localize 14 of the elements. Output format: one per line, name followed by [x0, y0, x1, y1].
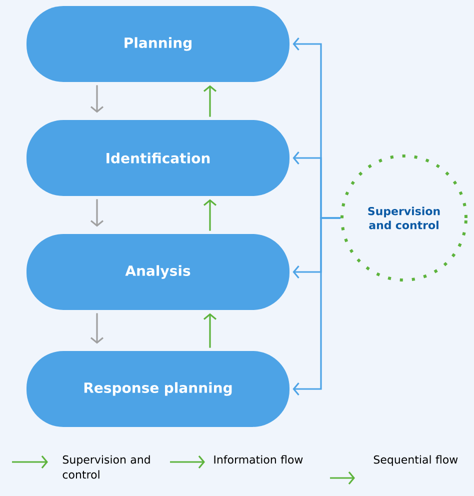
arrow — [203, 85, 216, 117]
process-box: Identification — [26, 120, 290, 196]
legend-label: Supervision and control — [62, 455, 150, 479]
legend-label: Sequential flow — [374, 455, 458, 466]
legend-label: Information flow — [214, 455, 303, 464]
arrow — [292, 217, 340, 396]
arrow — [203, 313, 216, 348]
process-box: Planning — [26, 6, 290, 82]
arrow — [90, 85, 104, 113]
arrow — [203, 199, 216, 231]
arrow — [90, 313, 104, 344]
process-box: Analysis — [26, 234, 290, 310]
process-box: Response planning — [26, 351, 290, 427]
arrow — [90, 199, 104, 227]
